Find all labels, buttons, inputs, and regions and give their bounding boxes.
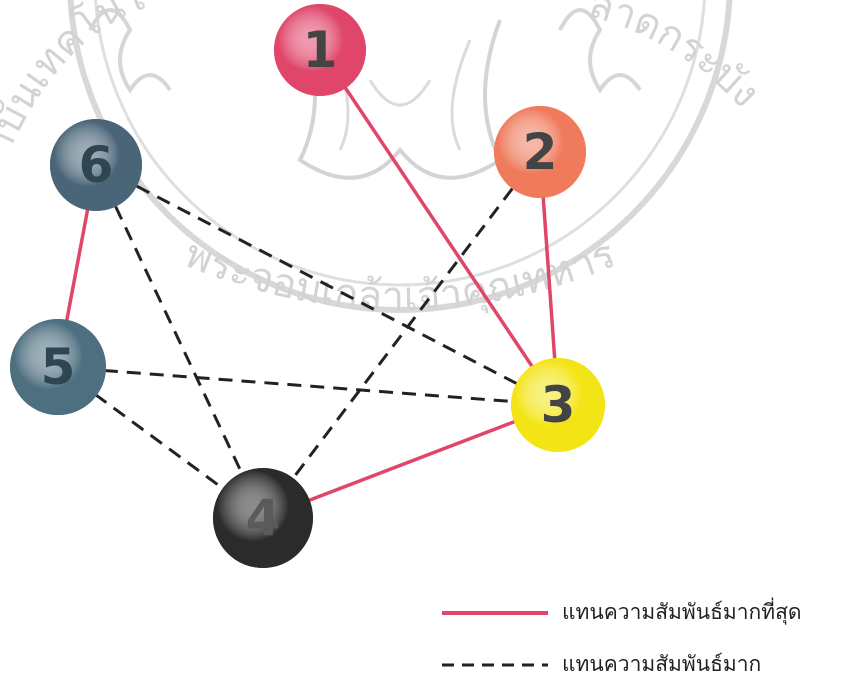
node-2: 2 <box>494 106 586 198</box>
node-1-shading <box>274 4 366 96</box>
node-4: 4 <box>213 468 313 568</box>
watermark-arc-top-right: ลาดกระบัง <box>584 0 769 116</box>
legend-label-strong: แทนความสัมพันธ์มาก <box>562 652 762 676</box>
edge-2-4 <box>261 151 542 519</box>
edge-6-3 <box>95 163 559 407</box>
node-1-label: 1 <box>303 21 338 79</box>
edge-3-4 <box>262 403 559 520</box>
node-3: 3 <box>511 358 605 452</box>
node-6-label: 6 <box>79 136 114 194</box>
emblem-outline <box>297 19 503 180</box>
node-1: 1 <box>274 4 366 96</box>
node-4-shading <box>213 468 313 568</box>
left-ornament <box>88 8 172 94</box>
node-4-label: 4 <box>246 489 281 547</box>
edge-6-4 <box>94 164 265 519</box>
node-5-shading <box>10 319 106 415</box>
node-6-shading <box>50 119 142 211</box>
node-3-label: 3 <box>541 376 576 434</box>
node-2-label: 2 <box>523 123 558 181</box>
legend-item-strongest: แทนความสัมพันธ์มากที่สุด <box>440 596 840 629</box>
node-5: 5 <box>10 319 106 415</box>
right-ornament <box>558 8 642 94</box>
node-layer: 1 2 3 4 5 6 <box>10 4 605 568</box>
edge-1-3 <box>318 49 560 406</box>
legend-item-strong: แทนความสัมพันธ์มาก <box>440 648 840 681</box>
node-2-shading <box>494 106 586 198</box>
legend-dashed-line-icon <box>442 663 548 666</box>
watermark-arc-bottom: พระจอมเกล้าเจ้าคุณทหาร <box>178 231 621 320</box>
legend-label-strongest: แทนความสัมพันธ์มากที่สุด <box>562 600 802 624</box>
node-6: 6 <box>50 119 142 211</box>
node-3-shading <box>511 358 605 452</box>
edge-5-3 <box>57 365 559 407</box>
node-5-label: 5 <box>41 338 76 396</box>
legend-solid-line-icon <box>442 610 548 615</box>
